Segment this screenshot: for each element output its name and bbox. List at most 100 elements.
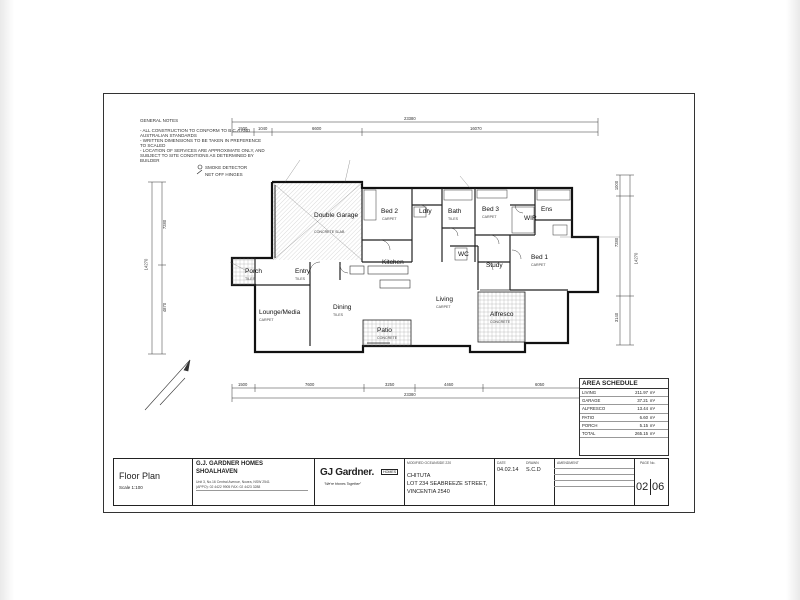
copyright-notice [196,490,308,501]
room-finish: CARPET [482,215,497,219]
general-note-line: BUILDER [140,158,160,163]
page-number: 02 [636,481,649,493]
porch-floor [231,257,256,286]
company-contact: (APPO): 02 4422 9905 FAX: 02 4423 3288 [196,485,261,489]
site-suburb: VINCENTIA 2540 [407,489,450,495]
area-value: 5.15 [639,422,648,428]
logo-cell: GJ Gardner. HOMES "We're Homes Together" [314,459,405,505]
room-finish: TILES [333,313,343,317]
room-finish: TILES [245,277,255,281]
north-arrow-icon [144,359,191,411]
dim-bottom-seg: 6050 [535,382,545,387]
dim-left-overall: 14270 [143,258,149,271]
dim-right-overall: 14270 [633,252,639,265]
room-label: WIR [524,215,537,222]
room-finish: TILES [295,277,305,281]
general-note-line: AUSTRALIAN STANDARDS [140,133,197,138]
room-label: Bed 3 [482,206,499,213]
room-finish: TILES [448,217,458,221]
title-block: Floor Plan Scale 1:100 G.J. GARDNER HOME… [113,458,669,506]
company-address: Unit 3, No.16 Central Avenue, Nowra, NSW… [196,480,270,484]
top-dimensions [231,118,599,136]
room-label: Double Garage [314,212,359,219]
general-note-line: - LOCATION OF SERVICES ARE APPROXIMATE O… [140,148,265,153]
area-unit: m² [650,414,656,420]
room-finish: CARPET [382,217,397,221]
general-note-line: SUBJECT TO SITE CONDITIONS AS DETERMINED… [140,153,254,158]
scan-edge-left [0,0,14,600]
legend-net-off-hinges: NET OFF HINGES [205,172,243,177]
client-name: CHITUTA [407,473,431,479]
general-note-line: TO SCALED [140,143,166,148]
drawn-value: S.C.D [526,467,541,473]
general-note-line: - ALL CONSTRUCTION TO CONFORM TO B.C.A A… [140,128,251,133]
area-name: PATIO [582,414,595,420]
patio-floor [362,319,412,347]
room-label: WC [458,251,469,258]
table-row: PORCH 5.15 m² [580,422,668,430]
design-name: MODIFIED OCEANSIDE 220 [407,461,452,465]
table-row: PATIO 6.60 m² [580,414,668,422]
bottom-dimensions [231,384,599,402]
room-label: Ldry [419,208,432,215]
drawing-title: Floor Plan [119,471,161,481]
area-value: 211.97 [635,390,648,395]
page-cell: PAGE No. 02 06 [634,459,668,505]
drawing-scale: Scale 1:100 [119,485,143,490]
room-label: Alfresco [490,311,514,318]
room-finish: CONCRETE [490,320,511,324]
dim-top-seg: 1500 [238,126,248,131]
site-lot: LOT 234 SEABREEZE STREET, [407,481,487,487]
dim-top-seg: 6600 [312,126,322,131]
room-label: Dining [333,304,352,311]
table-row: ALFRESCO 13.44 m² [580,405,668,414]
dim-bottom-overall: 23380 [404,392,416,397]
company-branch: SHOALHAVEN [196,469,238,475]
date-cell: DATE 04.02.14 DRAWN S.C.D [494,459,555,505]
smoke-detector-icon [197,164,203,170]
area-value: 37.21 [637,398,648,404]
area-unit: m² [650,398,656,404]
area-name: TOTAL [582,430,596,436]
dim-bottom-seg: 7600 [305,382,315,387]
revisions-cell: AMENDMENT [554,459,635,505]
title-cell: Floor Plan Scale 1:100 [114,459,193,505]
brand-tagline: "We're Homes Together" [324,482,361,486]
area-name: LIVING [582,390,597,395]
internal-walls [254,188,572,346]
dim-top-seg: 1040 [258,126,268,131]
table-row: GARAGE 37.21 m² [580,397,668,406]
room-label: Ens [541,206,553,213]
room-label: Entry [295,268,311,275]
table-row: TOTAL 265.15 m² [580,430,668,439]
room-label: Study [486,262,503,269]
kitchen-bench [349,265,411,289]
dim-right-seg: 7280 [614,237,620,248]
area-unit: m² [650,430,656,436]
room-finish: CARPET [531,263,546,267]
area-schedule-title: AREA SCHEDULE [580,379,668,389]
room-label: Patio [377,327,392,334]
revision-header: AMENDMENT [557,461,579,465]
alfresco-floor [477,291,526,343]
area-value: 265.15 [634,430,648,436]
room-label: Living [436,296,453,303]
dim-right-seg: 3140 [614,312,620,323]
room-finish: CARPET [436,305,451,309]
area-value: 13.44 [637,406,648,412]
hinge-icon [196,169,203,175]
dim-top-overall: 23380 [404,116,416,121]
room-label: Bed 1 [531,254,548,261]
room-label: Lounge/Media [259,309,301,316]
dim-left-seg: 4870 [162,302,168,313]
drawn-label: DRAWN [526,461,539,465]
room-finish: CONCRETE [377,336,398,340]
brand-logo: GJ Gardner. [320,467,374,478]
left-dimensions [148,181,166,355]
dim-bottom-seg: 4460 [444,382,454,387]
scan-edge-right [786,0,800,600]
company-name: G.J. GARDNER HOMES [196,461,264,467]
area-unit: m² [650,422,656,428]
dim-right-seg: 1000 [614,180,620,191]
